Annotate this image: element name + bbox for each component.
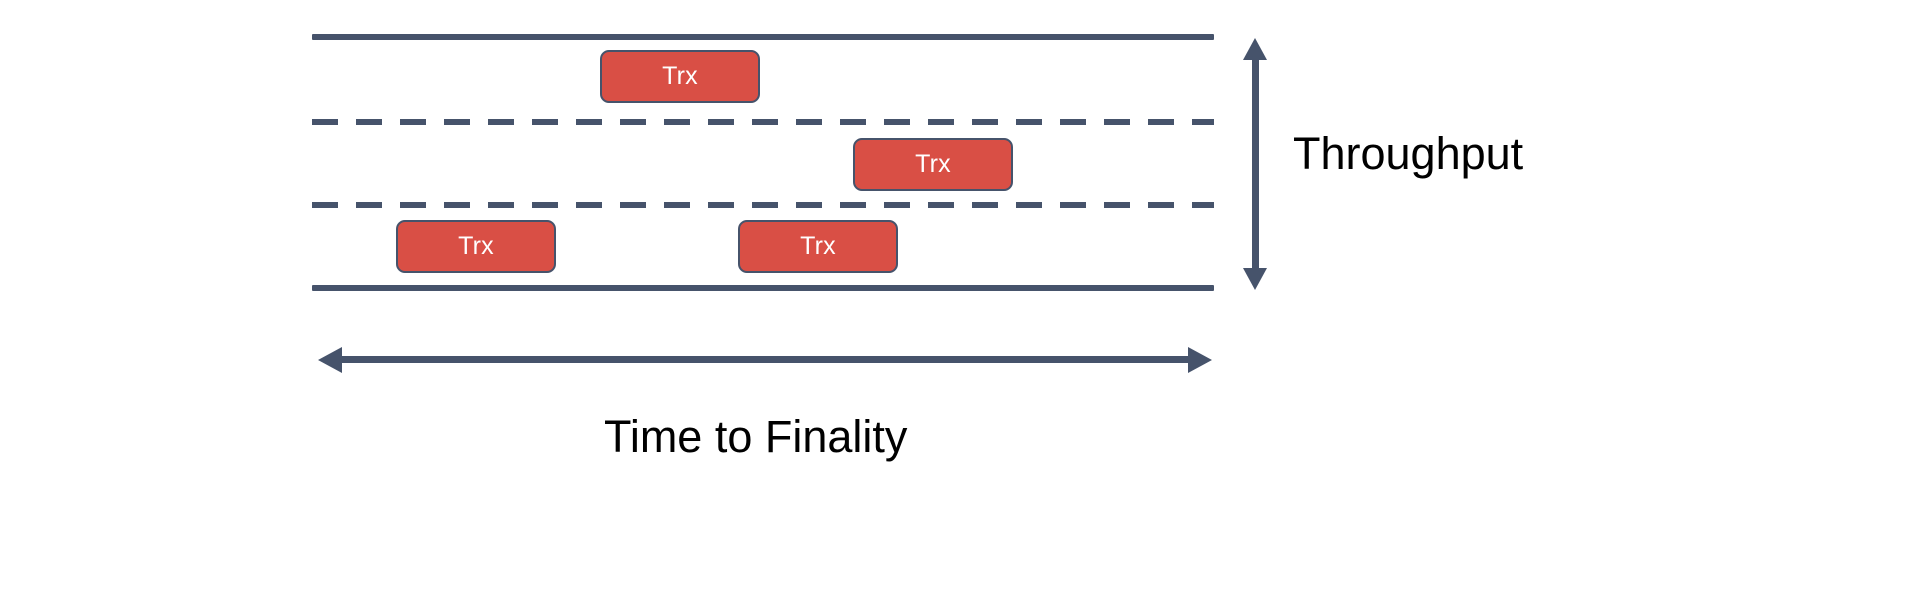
time-to-finality-arrow-shaft xyxy=(334,356,1196,363)
arrow-right-head-icon xyxy=(1188,347,1212,373)
transaction-box-label: Trx xyxy=(458,232,494,260)
lane-bottom-boundary-line xyxy=(312,285,1214,291)
lane-top-boundary-line xyxy=(312,34,1214,40)
transaction-box-label: Trx xyxy=(915,150,951,178)
transaction-box: Trx xyxy=(396,220,556,273)
arrow-up-head-icon xyxy=(1243,38,1267,60)
time-to-finality-arrow xyxy=(318,347,1212,373)
throughput-arrow-shaft xyxy=(1252,53,1259,275)
transaction-box-label: Trx xyxy=(662,62,698,90)
lane-divider-line-1 xyxy=(312,119,1214,125)
transaction-box: Trx xyxy=(738,220,898,273)
throughput-axis-label: Throughput xyxy=(1293,128,1524,179)
time-to-finality-axis-label: Time to Finality xyxy=(604,411,908,462)
transaction-box: Trx xyxy=(600,50,760,103)
arrow-down-head-icon xyxy=(1243,268,1267,290)
lane-divider-line-2 xyxy=(312,202,1214,208)
transaction-box: Trx xyxy=(853,138,1013,191)
throughput-arrow xyxy=(1243,38,1267,290)
transaction-box-label: Trx xyxy=(800,232,836,260)
